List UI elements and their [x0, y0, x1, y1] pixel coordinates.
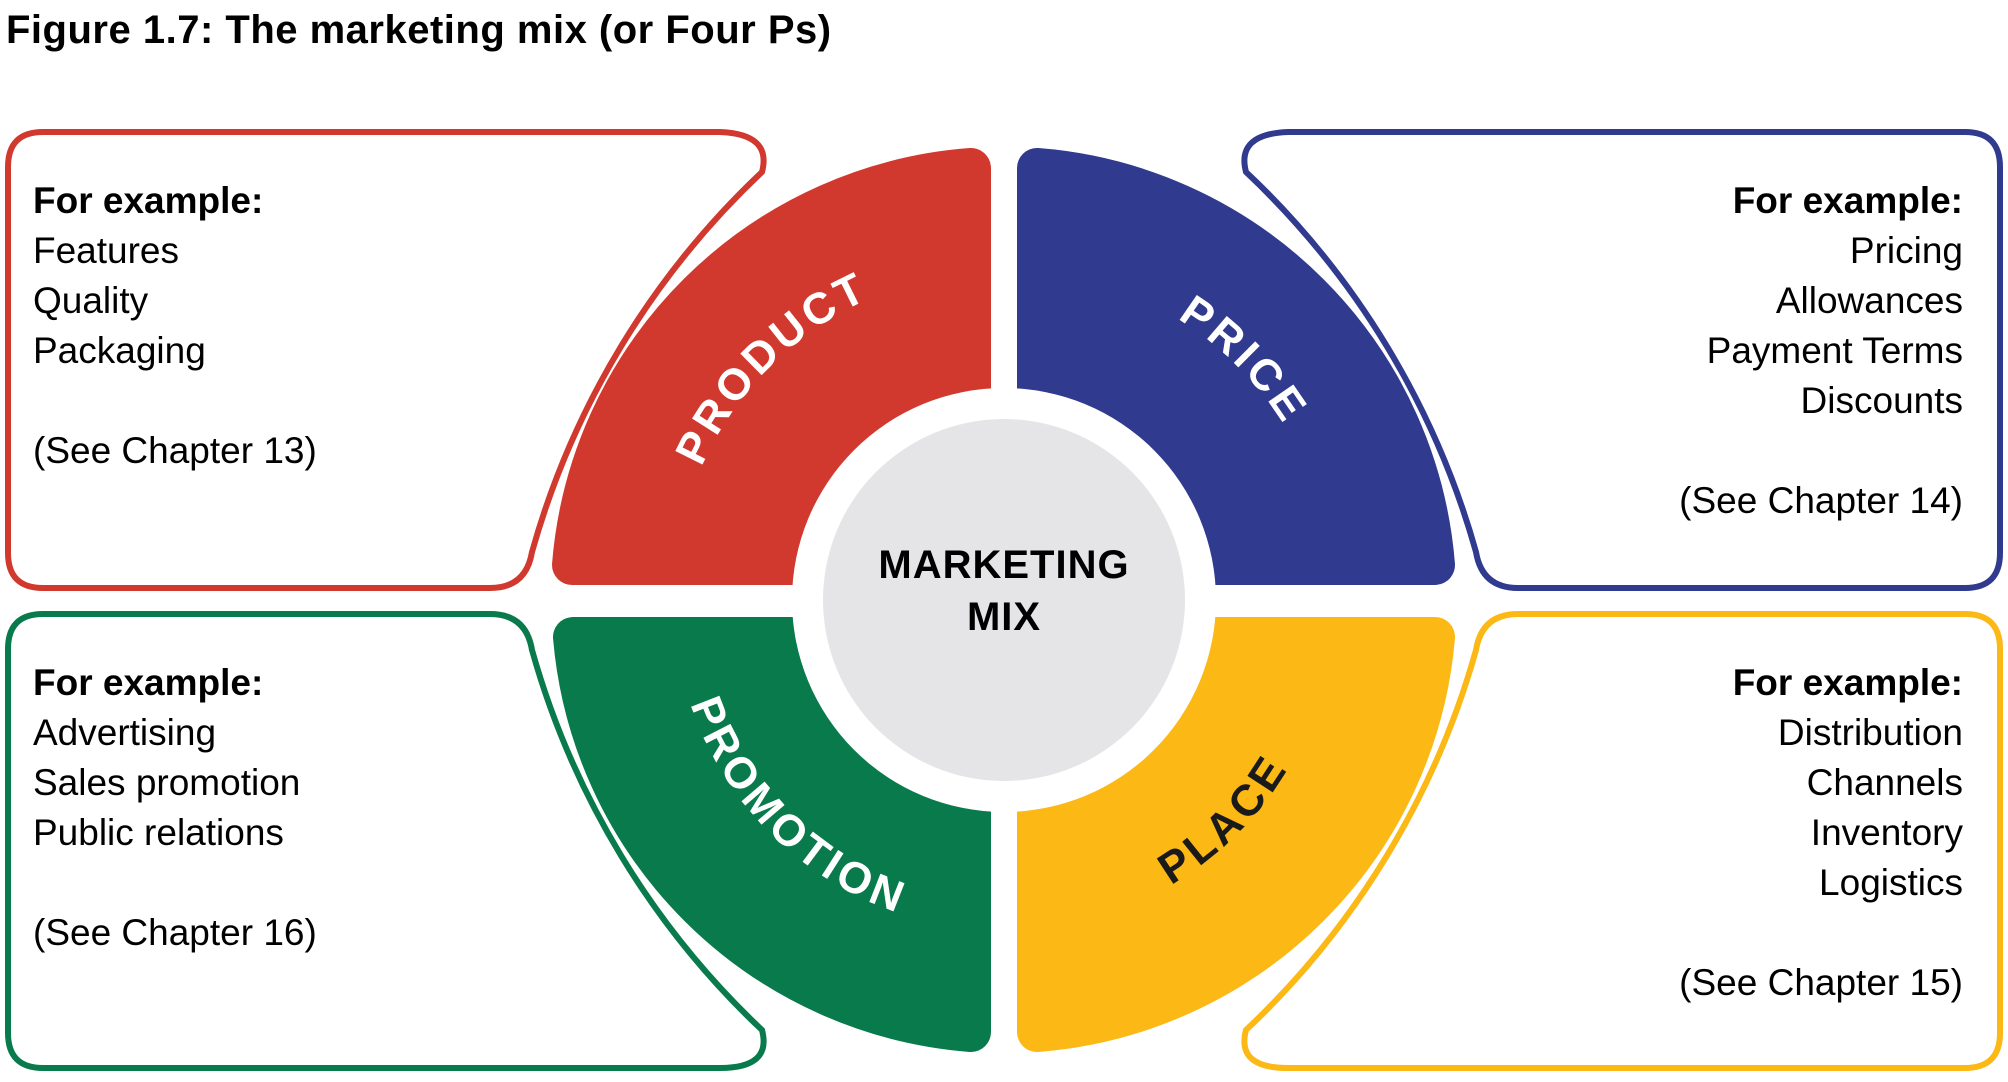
price-panel-item: Discounts	[1800, 380, 1963, 421]
product-panel-chapter: (See Chapter 13)	[33, 430, 317, 471]
promotion-panel-item: Public relations	[33, 812, 284, 853]
promotion-panel-outline	[5, 611, 767, 1071]
hub-title-line2: MIX	[967, 595, 1041, 639]
price-panel-item: Pricing	[1849, 230, 1963, 271]
hub-title-line1: MARKETING	[878, 543, 1129, 587]
place-panel-chapter: (See Chapter 15)	[1679, 962, 1963, 1003]
price-panel-text: For example: Pricing Allowances Payment …	[1398, 176, 1963, 526]
figure-title: Figure 1.7: The marketing mix (or Four P…	[6, 8, 832, 52]
product-panel-item: Features	[33, 230, 180, 271]
promotion-panel-item: Advertising	[33, 712, 217, 753]
place-panel-item: Distribution	[1777, 712, 1963, 753]
promotion-panel-chapter: (See Chapter 16)	[33, 912, 317, 953]
place-panel-text: For example: Distribution Channels Inven…	[1398, 658, 1963, 1008]
place-panel-heading: For example:	[1732, 662, 1963, 703]
hub-circle	[823, 419, 1185, 781]
place-panel-item: Channels	[1806, 762, 1963, 803]
product-panel-item: Quality	[33, 280, 149, 321]
product-panel-text: For example: Features Quality Packaging …	[33, 176, 598, 476]
product-panel-heading: For example:	[33, 180, 264, 221]
product-panel-item: Packaging	[33, 330, 206, 371]
promotion-panel-item: Sales promotion	[33, 762, 301, 803]
place-panel-item: Inventory	[1810, 812, 1963, 853]
price-panel-item: Payment Terms	[1706, 330, 1963, 371]
product-panel-outline	[5, 129, 767, 591]
place-panel-item: Logistics	[1819, 862, 1963, 903]
promotion-panel-text: For example: Advertising Sales promotion…	[33, 658, 598, 958]
price-panel-chapter: (See Chapter 14)	[1679, 480, 1963, 521]
price-panel-item: Allowances	[1775, 280, 1963, 321]
price-panel-heading: For example:	[1732, 180, 1963, 221]
place-panel-outline	[1241, 611, 2003, 1071]
price-panel-outline	[1241, 129, 2003, 591]
promotion-panel-heading: For example:	[33, 662, 264, 703]
